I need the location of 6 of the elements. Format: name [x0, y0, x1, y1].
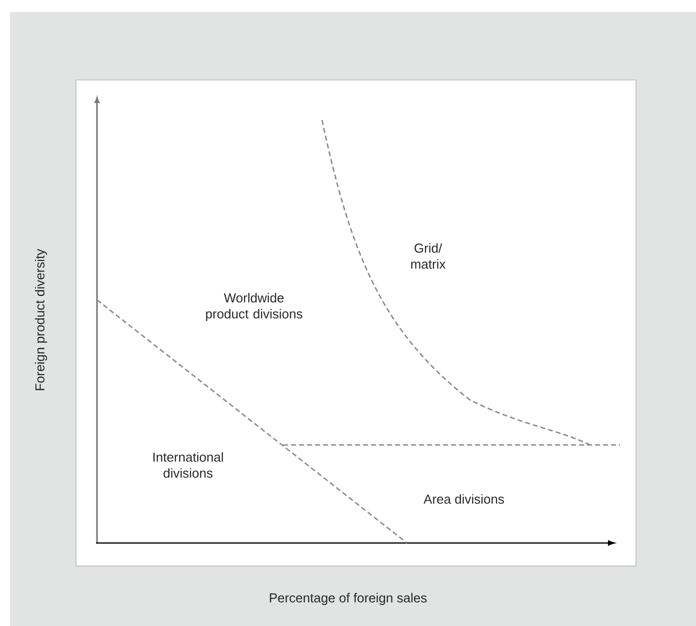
region-label: Worldwide product divisions	[206, 292, 302, 322]
region-label: Area divisions	[424, 494, 504, 504]
axis-title: Foreign product diversity	[34, 248, 48, 390]
region-label: Grid/ matrix	[411, 243, 446, 269]
axis-title: Percentage of foreign sales	[270, 592, 427, 606]
region-label: International divisions	[153, 452, 223, 478]
